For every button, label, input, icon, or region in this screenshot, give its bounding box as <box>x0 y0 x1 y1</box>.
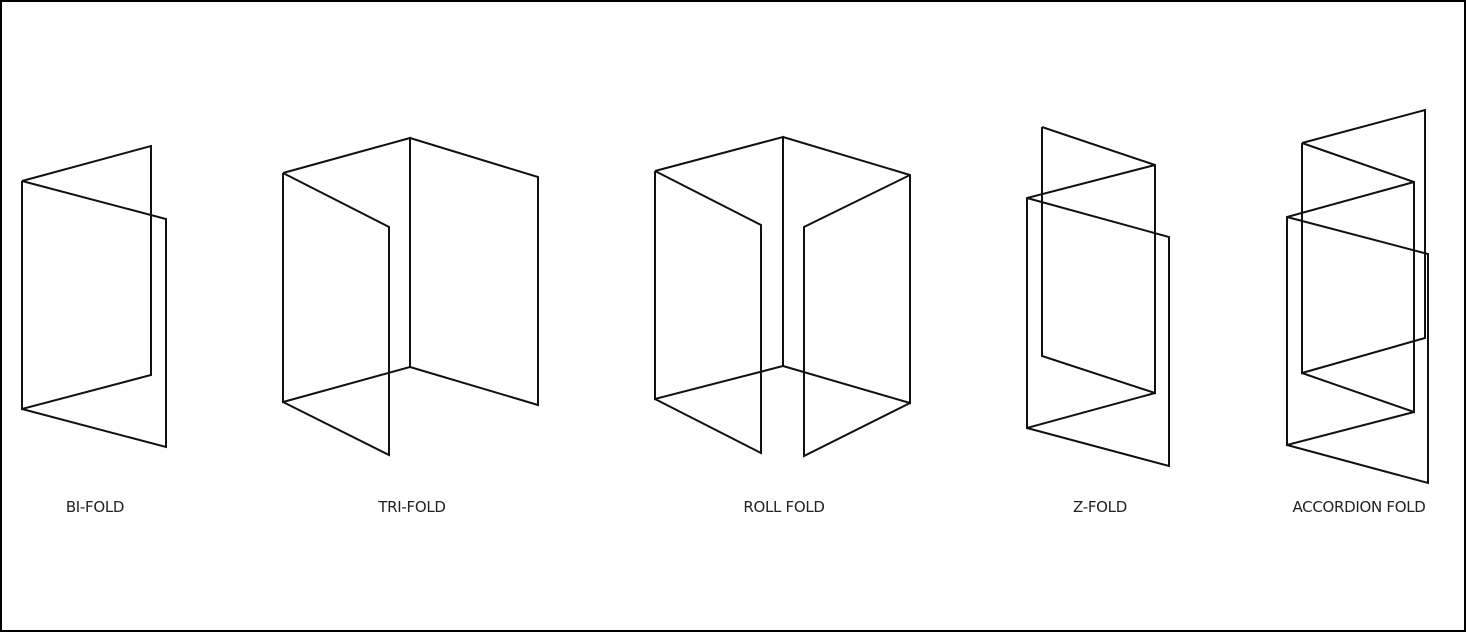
z-fold-label: Z-FOLD <box>1073 498 1127 516</box>
tri-fold-label: TRI-FOLD <box>378 498 446 516</box>
bi-fold-label: BI-FOLD <box>65 498 125 516</box>
accordion-fold-label: ACCORDION FOLD <box>1292 498 1426 516</box>
accordion-fold-illustration <box>1286 108 1429 485</box>
roll-fold-label: ROLL FOLD <box>743 498 825 516</box>
bi-fold-illustration <box>21 144 167 449</box>
roll-fold-illustration <box>654 135 911 458</box>
tri-fold-illustration <box>282 136 539 457</box>
z-fold-illustration <box>1026 126 1170 468</box>
